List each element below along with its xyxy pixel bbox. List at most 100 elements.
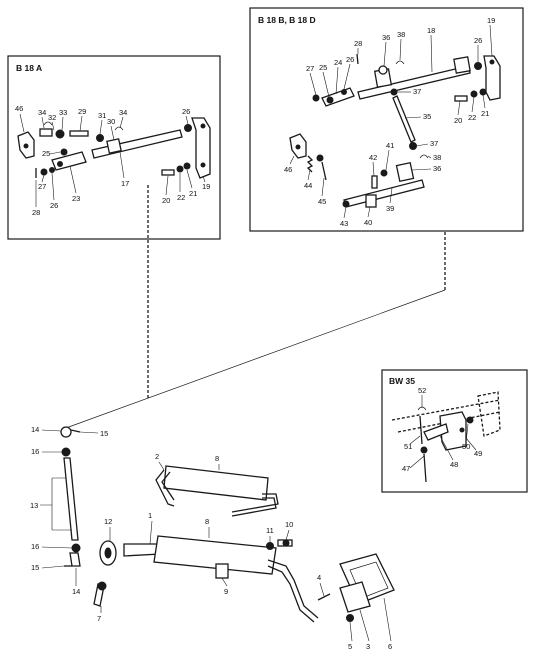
shaft-end-18 (453, 56, 471, 74)
label-b19: 19 (487, 16, 495, 25)
nut-25-a (60, 148, 68, 156)
bracket-46-b-hole (295, 144, 301, 150)
nut-31 (96, 134, 104, 142)
label-b38b: 38 (433, 153, 441, 162)
pedal-rod-2-end (231, 493, 279, 513)
label-b36a: 36 (382, 33, 390, 42)
inset-bw35: BW 35 52 51 47 48 50 49 (381, 369, 528, 493)
spring-44 (306, 155, 314, 173)
main-assembly: 14 15 16 13 16 15 14 12 1 2 8 8 11 10 9 … (30, 425, 395, 651)
bolt-7-head (97, 581, 107, 591)
bracket-19-a-hole1 (200, 123, 206, 129)
washer-11 (266, 542, 274, 550)
label-n15a: 15 (100, 429, 108, 438)
nut-37-lower (409, 142, 417, 150)
label-n11: 11 (266, 526, 274, 535)
leaders-bw35 (409, 395, 477, 469)
label-n1: 1 (148, 511, 152, 520)
shaft-arm-36-lower (395, 161, 415, 183)
pedal-plate-8-upper (163, 465, 269, 501)
clamp-9 (215, 563, 229, 579)
label-a29: 29 (78, 107, 86, 116)
pedal-arm-2 (155, 469, 175, 507)
label-a22: 22 (177, 193, 185, 202)
spring-4 (317, 593, 331, 601)
bolt-29 (69, 130, 89, 137)
pedal-rod-2-end-inner (231, 497, 277, 517)
label-a46: 46 (15, 104, 23, 113)
clip-15-top (70, 429, 81, 433)
label-c47: 47 (402, 464, 410, 473)
pedal-shaft-1-inner (267, 565, 315, 623)
nut-21-b (479, 88, 487, 96)
label-a28: 28 (32, 208, 40, 217)
label-a21: 21 (189, 189, 197, 198)
ball-joint-14-top (60, 426, 72, 438)
cross-shaft-39 (343, 179, 425, 208)
bolt-20-a (161, 169, 175, 176)
nut-26-b2 (474, 62, 482, 70)
label-c48: 48 (450, 460, 458, 469)
label-c51: 51 (404, 442, 412, 451)
label-b21: 21 (481, 109, 489, 118)
label-b36b: 36 (433, 164, 441, 173)
pin-51 (419, 415, 423, 445)
label-n7: 7 (97, 614, 101, 623)
bracket-19-b-hole (489, 59, 495, 65)
lever-40 (365, 194, 377, 208)
inset-b18bd: B 18 B, B 18 D (249, 7, 524, 290)
label-n14a: 14 (31, 425, 39, 434)
bolt-10-head (282, 539, 290, 547)
label-a32: 32 (48, 113, 56, 122)
label-n15b: 15 (31, 563, 39, 572)
label-n5: 5 (348, 642, 352, 651)
label-b45: 45 (318, 197, 326, 206)
inset-b18a-title: B 18 A (16, 63, 42, 73)
label-b43: 43 (340, 219, 348, 228)
label-n6: 6 (388, 642, 392, 651)
washer-27-b (312, 94, 320, 102)
label-b38a: 38 (397, 30, 405, 39)
label-n8b: 8 (205, 517, 209, 526)
label-a34a: 34 (38, 108, 46, 117)
label-a17: 17 (121, 179, 129, 188)
leaders-main (40, 429, 392, 642)
label-b25: 25 (319, 63, 327, 72)
nut-33 (55, 129, 65, 139)
bracket-19-b (483, 55, 501, 101)
pin-28-b (356, 53, 359, 65)
label-b26a: 26 (474, 36, 482, 45)
washer-26-a (49, 167, 55, 173)
label-b27: 27 (306, 64, 314, 73)
label-b24: 24 (334, 58, 342, 67)
label-n16a: 16 (31, 447, 39, 456)
label-a30: 30 (107, 117, 115, 126)
pedal-plate-8-lower (153, 535, 277, 575)
label-a20: 20 (162, 196, 170, 205)
bracket-19-a-hole2 (200, 162, 206, 168)
bracket-49 (439, 411, 467, 451)
lever-24 (321, 87, 355, 107)
clip-34 (114, 126, 124, 131)
label-n12: 12 (104, 517, 112, 526)
bolt-42 (371, 175, 378, 189)
shaft-arm-17 (106, 138, 122, 154)
link-rod-35 (392, 95, 416, 143)
clip-38-b (395, 60, 405, 65)
label-a23: 23 (72, 194, 80, 203)
label-b28: 28 (354, 39, 362, 48)
bracket-19-a (191, 117, 211, 179)
leaders-b18bd (289, 24, 493, 219)
washer-27-a (40, 168, 48, 176)
label-b20: 20 (454, 116, 462, 125)
adjuster-rod-13 (63, 457, 79, 541)
pivot-pin-a (39, 128, 53, 137)
label-n10: 10 (285, 520, 293, 529)
nut-45 (316, 154, 324, 162)
inset-bw35-title: BW 35 (389, 376, 415, 386)
inset-b18a-frame (7, 55, 221, 240)
label-n13: 13 (30, 501, 38, 510)
label-c52: 52 (418, 386, 426, 395)
label-a31: 31 (98, 111, 106, 120)
